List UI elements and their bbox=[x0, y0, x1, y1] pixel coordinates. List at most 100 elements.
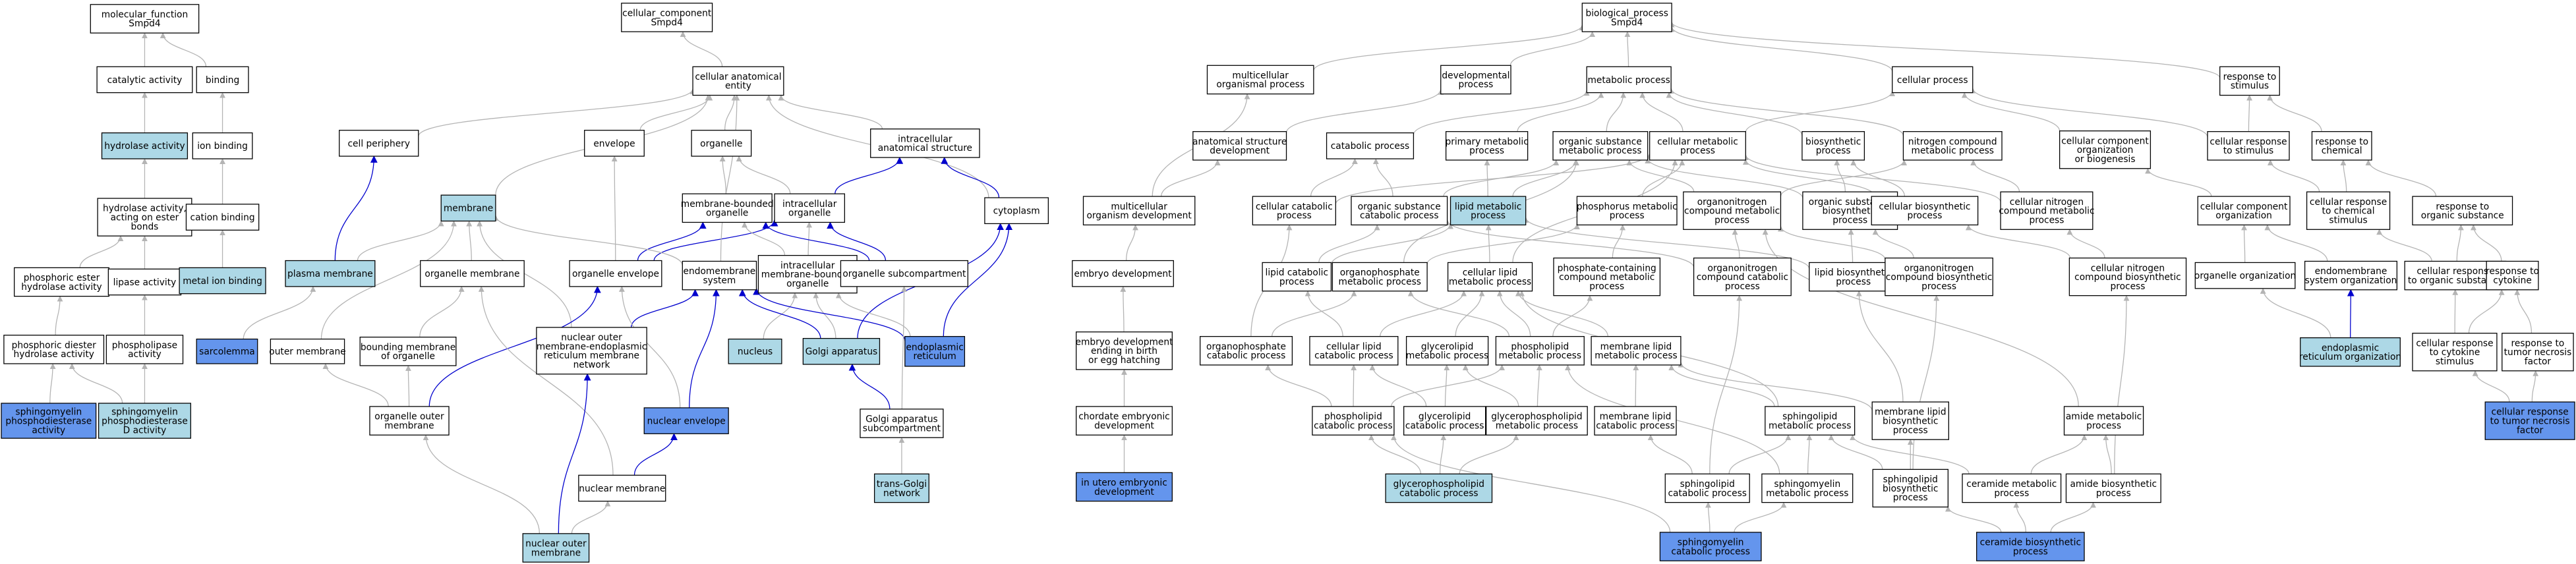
go-term-node-nucleus[interactable]: nucleus bbox=[728, 338, 782, 364]
go-term-node-outermem[interactable]: outer membrane bbox=[269, 338, 346, 364]
go-term-node-lipase[interactable]: lipase activity bbox=[107, 268, 182, 296]
go-term-node-catproc[interactable]: catabolic process bbox=[1326, 132, 1415, 159]
go-term-node-embryodev[interactable]: embryo development bbox=[1072, 260, 1174, 287]
go-term-node-nucmem[interactable]: nuclear membrane bbox=[578, 474, 666, 502]
go-term-node-cellperiphery[interactable]: cell periphery bbox=[339, 130, 419, 157]
go-term-node-binding[interactable]: binding bbox=[196, 66, 249, 94]
go-term-node-cationbinding[interactable]: cation binding bbox=[185, 204, 260, 231]
go-term-node-catalytic[interactable]: catalytic activity bbox=[96, 66, 193, 94]
go-term-node-organelleorg[interactable]: organelle organization bbox=[2194, 262, 2296, 289]
go-term-node-orgmembrane[interactable]: organelle membrane bbox=[420, 260, 525, 287]
go-term-node-plasmamem[interactable]: plasma membrane bbox=[285, 260, 376, 287]
go-term-node-orgsubcomp[interactable]: organelle subcompartment bbox=[840, 260, 968, 287]
go-term-node-metalion[interactable]: metal ion binding bbox=[179, 267, 266, 295]
go-term-node-nomerm[interactable]: nuclear outermembrane-endoplasmicreticul… bbox=[536, 327, 647, 375]
go-term-node-membrane[interactable]: membrane bbox=[440, 194, 496, 222]
go-term-node-cytoplasm[interactable]: cytoplasm bbox=[984, 197, 1049, 225]
go-term-node-sarcolemma[interactable]: sarcolemma bbox=[196, 338, 258, 364]
go-term-node-golgi[interactable]: Golgi apparatus bbox=[802, 337, 881, 365]
go-term-node-envelope[interactable]: envelope bbox=[584, 130, 645, 157]
go-term-node-metproc[interactable]: metabolic process bbox=[1586, 66, 1672, 94]
go-term-node-orgenvelope[interactable]: organelle envelope bbox=[569, 260, 662, 287]
go-term-node-organelle[interactable]: organelle bbox=[691, 130, 752, 157]
go-term-node-nucenvelope[interactable]: nuclear envelope bbox=[643, 407, 729, 434]
go-term-node-ionbinding[interactable]: ion binding bbox=[192, 132, 253, 159]
